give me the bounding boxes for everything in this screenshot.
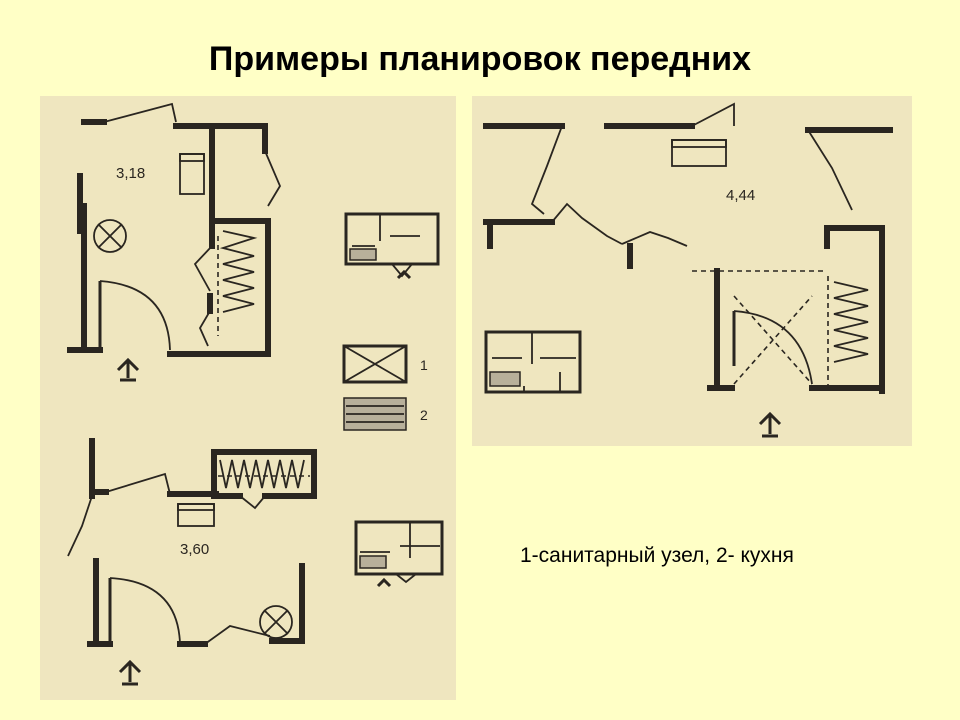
plan-c-area-label: 4,44 — [726, 187, 755, 204]
mini-floorplan-2 — [354, 520, 444, 588]
floorplan-c: 4,44 — [483, 102, 893, 438]
legend-caption: 1-санитарный узел, 2- кухня — [520, 544, 794, 567]
slide-title: Примеры планировок передних — [208, 40, 752, 78]
floorplan-b: 3,60 — [67, 438, 317, 686]
legend: 1 2 — [342, 344, 428, 431]
legend-item-1-number: 1 — [420, 357, 428, 373]
plan-a-area-label: 3,18 — [116, 165, 145, 182]
mini-floorplan-3 — [484, 330, 582, 394]
floorplan-a: 3,18 — [67, 102, 282, 382]
plan-b-area-label: 3,60 — [180, 541, 209, 558]
legend-item-2-number: 2 — [420, 407, 428, 423]
left-floorplans-image: 3,18 1 2 — [40, 96, 456, 700]
legend-sanitary-symbol — [342, 344, 408, 384]
mini-floorplan-1 — [344, 212, 440, 280]
right-floorplan-image: 4,44 — [472, 96, 912, 446]
